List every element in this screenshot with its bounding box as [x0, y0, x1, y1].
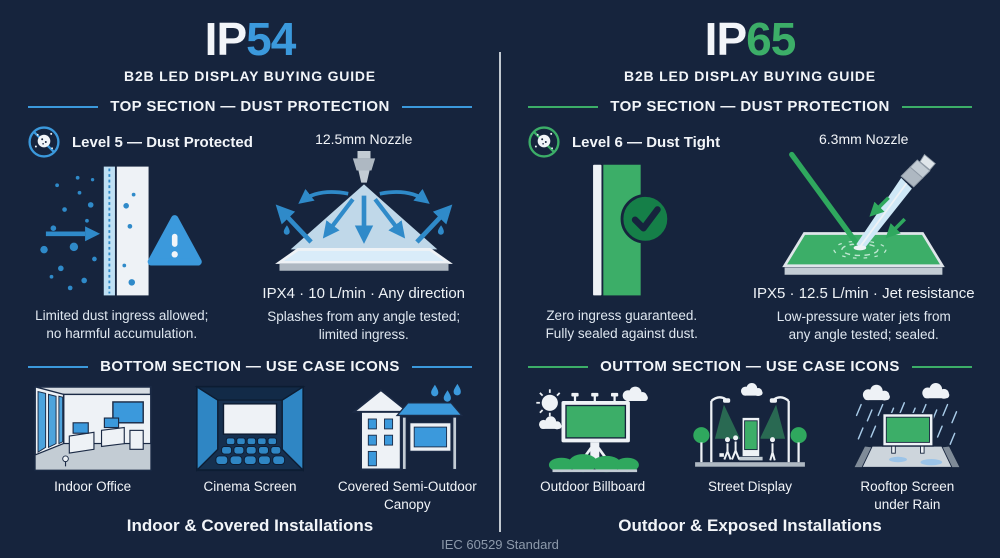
use-case-label: Street Display: [707, 479, 792, 495]
nozzle-label: 12.5mm Nozzle: [315, 131, 413, 147]
street-display-icon: [693, 383, 807, 468]
use-case-cinema-screen: Cinema Screen: [175, 383, 325, 513]
sealed-panel-illustration: [592, 164, 670, 296]
dust-caption: Limited dust ingress allowed; no harmful…: [35, 308, 209, 342]
title-number: 54: [246, 13, 296, 65]
divider-rule: [411, 365, 472, 368]
level-row: Level 6 — Dust Tight: [526, 123, 720, 161]
indoor-office-icon: [33, 386, 152, 472]
use-case-row: Outdoor Billboard: [500, 379, 1000, 513]
use-case-label: Indoor Office: [54, 479, 132, 495]
divider-rule: [901, 105, 972, 108]
use-case-street-display: Street Display: [675, 383, 825, 513]
dust-no-entry-icon: [528, 126, 560, 158]
divider-rule: [401, 105, 472, 108]
panel-ip65: IP65 B2B LED DISPLAY BUYING GUIDE TOP SE…: [500, 0, 1000, 558]
water-caption: Low-pressure water jets from any angle t…: [776, 309, 951, 343]
use-case-label: Cinema Screen: [203, 479, 297, 495]
level-label: Level 6 — Dust Tight: [572, 133, 721, 151]
use-case-rooftop-screen: Rooftop Screen under Rain: [832, 383, 982, 513]
use-case-label: Covered Semi-Outdoor Canopy: [337, 479, 477, 512]
center-divider: [499, 52, 501, 532]
title-prefix: IP: [704, 13, 747, 65]
top-section-title: TOP SECTION — DUST PROTECTION: [110, 98, 390, 115]
panel-footer: Indoor & Covered Installations: [126, 516, 374, 535]
dust-column: Level 6 — Dust Tight Zero ingress guaran…: [508, 119, 735, 344]
use-case-label: Outdoor Billboard: [540, 479, 646, 495]
dust-water-grid: Level 5 — Dust Protected: [0, 119, 500, 344]
divider-rule: [528, 365, 589, 368]
use-case-label: Rooftop Screen under Rain: [860, 479, 955, 512]
panel-ip54: IP54 B2B LED DISPLAY BUYING GUIDE TOP SE…: [0, 13, 500, 535]
bottom-section-title: BOTTOM SECTION — USE CASE ICONS: [100, 358, 400, 376]
title-prefix: IP: [204, 13, 247, 65]
bottom-section-title: OUTTOM SECTION — USE CASE ICONS: [600, 358, 900, 376]
title-number: 65: [746, 13, 796, 65]
use-case-indoor-office: Indoor Office: [18, 383, 168, 513]
divider-rule: [528, 105, 599, 108]
splash-test-illustration: [274, 151, 453, 271]
page-title-ip54: IP54: [204, 13, 297, 65]
panel-footer: Outdoor & Exposed Installations: [618, 516, 882, 535]
dust-no-entry-icon: [28, 126, 60, 158]
dust-caption: Zero ingress guaranteed. Fully sealed ag…: [545, 308, 698, 342]
outdoor-billboard-icon: [535, 387, 648, 473]
water-spec: IPX4 · 10 L/min · Any direction: [262, 285, 466, 302]
level-label: Level 5 — Dust Protected: [72, 133, 253, 151]
covered-semi-outdoor-canopy-icon: [351, 384, 464, 471]
bottom-section-header: OUTTOM SECTION — USE CASE ICONS: [500, 358, 1000, 375]
divider-rule: [28, 365, 89, 368]
use-case-row: Indoor Office Cinema Screen: [0, 379, 500, 513]
subtitle: B2B LED DISPLAY BUYING GUIDE: [124, 68, 376, 84]
page-title-ip65: IP65: [704, 13, 797, 65]
level-row: Level 5 — Dust Protected: [26, 123, 253, 161]
rooftop-screen-rain-icon: [853, 383, 962, 469]
water-column: 12.5mm Nozzle: [235, 119, 492, 344]
divider-rule: [28, 105, 99, 108]
top-section-header: TOP SECTION — DUST PROTECTION: [0, 98, 500, 115]
water-column: 6.3mm Nozzle: [735, 119, 992, 344]
use-case-covered-canopy: Covered Semi-Outdoor Canopy: [332, 383, 482, 513]
dust-wall-illustration: [40, 166, 203, 296]
cinema-screen-icon: [194, 385, 306, 473]
top-section-header: TOP SECTION — DUST PROTECTION: [500, 98, 1000, 115]
standard-note: IEC 60529 Standard: [441, 537, 559, 552]
dust-water-grid: Level 6 — Dust Tight Zero ingress guaran…: [500, 119, 1000, 344]
water-caption: Splashes from any angle tested; limited …: [267, 309, 461, 343]
water-spec: IPX5 · 12.5 L/min · Jet resistance: [752, 285, 975, 302]
top-section-title: TOP SECTION — DUST PROTECTION: [610, 98, 890, 115]
divider-rule: [911, 365, 972, 368]
bottom-section-header: BOTTOM SECTION — USE CASE ICONS: [0, 358, 500, 375]
dust-column: Level 5 — Dust Protected: [8, 119, 253, 344]
use-case-outdoor-billboard: Outdoor Billboard: [518, 383, 668, 513]
nozzle-label: 6.3mm Nozzle: [818, 131, 909, 147]
jet-test-illustration: [782, 151, 946, 275]
subtitle: B2B LED DISPLAY BUYING GUIDE: [624, 68, 876, 84]
